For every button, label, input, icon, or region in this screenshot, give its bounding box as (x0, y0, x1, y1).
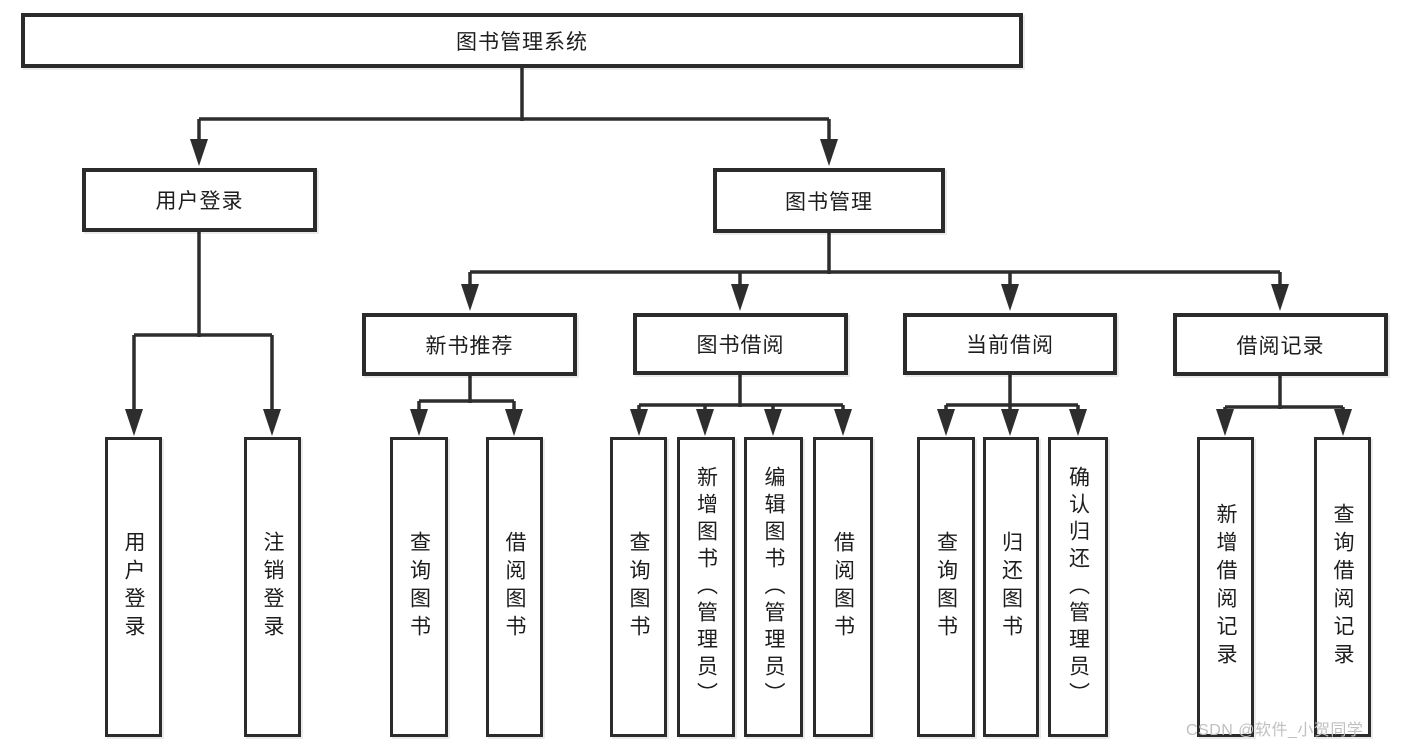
leaf-label: 借阅图书 (503, 531, 526, 643)
node-label: 当前借阅 (966, 334, 1054, 357)
leaf-add-borrow-record: 新增借阅记录 (1197, 437, 1254, 737)
arrow-head-icon (937, 409, 955, 436)
leaf-edit-book-admin: 编辑图书（管理员） (744, 437, 803, 737)
arrow-head-icon (410, 409, 428, 436)
node-label: 图书管理系统 (456, 30, 588, 54)
node-label: 图书借阅 (696, 334, 785, 357)
arrow-head-icon (461, 284, 479, 311)
leaf-label: 归还图书 (999, 531, 1023, 643)
node-borrowing-records: 借阅记录 (1173, 313, 1388, 376)
arrow-head-icon (1069, 409, 1087, 436)
leaf-add-book-admin: 新增图书（管理员） (677, 437, 735, 737)
leaf-label: 借阅图书 (831, 531, 855, 643)
arrow-head-icon (834, 409, 852, 436)
arrow-head-icon (1001, 284, 1019, 311)
arrow-head-icon (125, 409, 143, 436)
leaf-label: 用户登录 (122, 531, 145, 643)
node-label: 图书管理 (785, 190, 873, 214)
arrow-head-icon (764, 409, 782, 436)
leaf-confirm-return-admin: 确认归还（管理员） (1048, 437, 1108, 737)
leaf-return-books: 归还图书 (983, 437, 1039, 737)
csdn-watermark: CSDN @软件_小贺同学 (1186, 722, 1364, 739)
arrow-head-icon (630, 409, 648, 436)
arrow-head-icon (696, 409, 714, 436)
arrow-head-icon (1271, 284, 1289, 311)
arrow-head-icon (263, 409, 281, 436)
leaf-label: 查询图书 (934, 531, 958, 643)
node-book-borrowing: 图书借阅 (633, 313, 848, 375)
leaf-query-books-recommend: 查询图书 (390, 437, 448, 737)
leaf-label: 新增图书（管理员） (694, 465, 718, 709)
leaf-query-books-current: 查询图书 (917, 437, 975, 737)
leaf-label: 注销登录 (261, 531, 284, 643)
node-label: 新书推荐 (425, 334, 514, 358)
arrow-head-icon (820, 139, 838, 166)
arrow-head-icon (1001, 409, 1019, 436)
arrow-head-icon (505, 409, 523, 436)
node-user-login: 用户登录 (82, 168, 317, 232)
leaf-label: 查询图书 (407, 531, 431, 643)
leaf-label: 查询借阅记录 (1331, 503, 1354, 671)
node-new-book-recommend: 新书推荐 (362, 313, 577, 376)
leaf-label: 确认归还（管理员） (1066, 465, 1090, 709)
arrow-head-icon (1216, 409, 1234, 436)
node-label: 用户登录 (155, 190, 244, 213)
leaf-borrow-books-borrowing: 借阅图书 (813, 437, 873, 737)
arrow-head-icon (190, 139, 208, 166)
node-book-management: 图书管理 (713, 168, 945, 233)
leaf-query-borrow-record: 查询借阅记录 (1314, 437, 1371, 737)
leaf-label: 查询图书 (627, 531, 650, 643)
arrow-head-icon (1334, 409, 1352, 436)
leaf-query-books-borrowing: 查询图书 (610, 437, 667, 737)
leaf-label: 新增借阅记录 (1214, 503, 1237, 671)
node-current-borrowing: 当前借阅 (903, 313, 1117, 375)
leaf-user-login: 用户登录 (105, 437, 162, 737)
node-label: 借阅记录 (1236, 334, 1325, 358)
leaf-label: 编辑图书（管理员） (762, 465, 785, 709)
leaf-logout: 注销登录 (244, 437, 301, 737)
leaf-borrow-books-recommend: 借阅图书 (486, 437, 543, 737)
node-library-management-system: 图书管理系统 (21, 13, 1023, 68)
arrow-head-icon (731, 284, 749, 311)
